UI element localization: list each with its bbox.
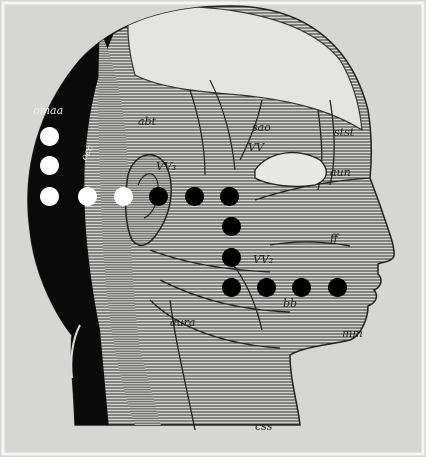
black-dot	[292, 278, 311, 297]
label-sao: sao	[252, 121, 271, 134]
label-vv: VV	[248, 141, 264, 154]
white-dot	[40, 156, 59, 175]
white-dot	[78, 187, 97, 206]
black-dot	[185, 187, 204, 206]
black-dot	[222, 248, 241, 267]
label-css: css	[255, 420, 272, 433]
label-aura: aura	[170, 316, 195, 329]
label-aun: aun	[330, 166, 351, 179]
label-stst: stst	[334, 126, 354, 139]
label-vv2: VV₂	[253, 253, 273, 266]
label-bb: bb	[283, 297, 297, 310]
label-vv3: VV₃	[156, 160, 176, 173]
white-dot	[114, 187, 133, 206]
white-dot	[40, 187, 59, 206]
white-dot	[40, 127, 59, 146]
black-dot	[149, 187, 168, 206]
black-dot	[222, 278, 241, 297]
black-dot	[257, 278, 276, 297]
black-dot	[328, 278, 347, 297]
label-mm: mm	[342, 327, 363, 340]
label-omaa: omaa	[33, 104, 63, 117]
label-ff: ff	[330, 232, 338, 245]
label-abt: abt	[138, 115, 156, 128]
black-dot	[222, 217, 241, 236]
black-dot	[220, 187, 239, 206]
